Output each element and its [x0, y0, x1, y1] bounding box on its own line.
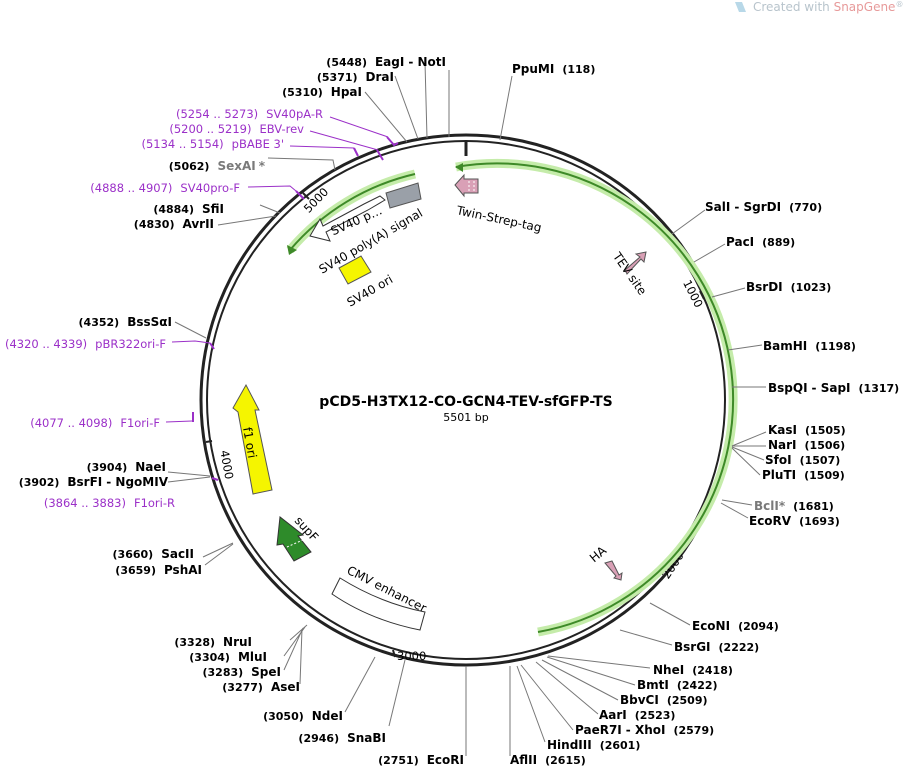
site-snabi[interactable]: (2946)SnaBI	[298, 731, 386, 745]
tick-label-4000: 4000	[217, 449, 236, 480]
site-aflii[interactable]: AflII(2615)	[510, 753, 586, 767]
primer-sv40pro-f[interactable]: (4888 .. 4907)SV40pro-F	[90, 181, 240, 195]
orf-arrowhead-icon	[455, 163, 463, 172]
site-econi[interactable]: EcoNI(2094)	[692, 619, 779, 633]
primer-marks	[192, 136, 399, 481]
site-sexai[interactable]: (5062)SexAI*	[169, 159, 266, 173]
watermark-text: Created with SnapGene®	[753, 0, 903, 14]
site-asei[interactable]: (3277)AseI	[222, 680, 300, 694]
site-pluti[interactable]: PluTI(1509)	[762, 468, 845, 482]
site-paer7i-xhoi[interactable]: PaeR7I- XhoI(2579)	[575, 723, 714, 737]
sites-left: (2751)EcoRI (2946)SnaBI (3050)NdeI (3328…	[19, 55, 467, 767]
site-ppumi[interactable]: PpuMI(118)	[512, 62, 595, 76]
feature-ha[interactable]: HA	[587, 543, 623, 581]
site-bsssai[interactable]: (4352)BssSαI	[79, 315, 172, 329]
site-nari[interactable]: NarI(1506)	[768, 438, 845, 452]
site-kasi[interactable]: KasI(1505)	[768, 423, 846, 437]
site-naei[interactable]: (3904)NaeI	[87, 460, 166, 474]
feature-supf[interactable]: supF	[276, 514, 321, 562]
tick-label-3000: 3000	[397, 649, 426, 663]
primer-labels: (5254 .. 5273)SV40pA-R (5200 .. 5219)EBV…	[5, 107, 389, 510]
feature-tev-site[interactable]: TEV site	[609, 249, 649, 298]
orf-arc-main	[455, 162, 735, 633]
site-eagi-noti[interactable]: (5448)EagI- NotI	[326, 55, 446, 69]
primer-sv40pa-r[interactable]: (5254 .. 5273)SV40pA-R	[176, 107, 323, 121]
site-hindiii[interactable]: HindIII(2601)	[547, 738, 640, 752]
site-sali-sgrdi[interactable]: SalI- SgrDI(770)	[705, 200, 822, 214]
feature-sv40-ori[interactable]: SV40 ori	[338, 255, 395, 310]
feature-label-twin-strep: Twin-Strep-tag	[454, 203, 542, 235]
plasmid-name: pCD5-H3TX12-CO-GCN4-TEV-sfGFP-TS	[319, 394, 612, 410]
site-sfii[interactable]: (4884)SfiI	[153, 202, 224, 216]
site-aari[interactable]: AarI(2523)	[599, 708, 675, 722]
site-bbvci[interactable]: BbvCI(2509)	[620, 693, 708, 707]
feature-cmv-enhancer[interactable]: CMV enhancer	[331, 563, 429, 631]
site-ndei[interactable]: (3050)NdeI	[263, 709, 343, 723]
site-drai[interactable]: (5371)DraI	[317, 70, 394, 84]
primer-pbabe-3[interactable]: (5134 .. 5154)pBABE 3'	[142, 137, 285, 151]
site-nhei[interactable]: NheI(2418)	[653, 663, 733, 677]
feature-label-ha: HA	[587, 543, 610, 565]
site-sfoi[interactable]: SfoI(1507)	[765, 453, 840, 467]
site-bspqi-sapi[interactable]: BspQI- SapI(1317)	[768, 381, 899, 395]
plasmid-size: 5501 bp	[443, 411, 488, 424]
site-avrii[interactable]: (4830)AvrII	[134, 217, 214, 231]
feature-twin-strep-tag[interactable]: Twin-Strep-tag	[454, 173, 543, 235]
site-bmti[interactable]: BmtI(2422)	[637, 678, 718, 692]
site-spei[interactable]: (3283)SpeI	[202, 665, 281, 679]
sites-right: PpuMI(118) SalI- SgrDI(770) PacI(889) Bs…	[499, 62, 899, 767]
site-paci[interactable]: PacI(889)	[726, 235, 795, 249]
primer-pbr322ori-f[interactable]: (4320 .. 4339)pBR322ori-F	[5, 337, 166, 351]
site-mlui[interactable]: (3304)MluI	[189, 650, 267, 664]
site-bsrfi-ngomiv[interactable]: (3902)BsrFI- NgoMIV	[19, 475, 169, 489]
site-bsrgi[interactable]: BsrGI(2222)	[674, 640, 759, 654]
snapgene-watermark: Created with SnapGene®	[735, 0, 903, 14]
primer-ebv-rev[interactable]: (5200 .. 5219)EBV-rev	[169, 122, 304, 136]
site-bcli[interactable]: BclI*(1681)	[754, 499, 834, 513]
orf-arc-sv40	[289, 173, 416, 251]
snapgene-logo-icon	[735, 2, 746, 12]
site-nrui[interactable]: (3328)NruI	[174, 635, 252, 649]
site-sacii[interactable]: (3660)SacII	[113, 547, 194, 561]
site-ecorv[interactable]: EcoRV(1693)	[749, 514, 840, 528]
site-bsrdi[interactable]: BsrDI(1023)	[746, 280, 831, 294]
primer-f1ori-r[interactable]: (3864 .. 3883)F1ori-R	[44, 496, 175, 510]
site-ecori[interactable]: (2751)EcoRI	[378, 753, 464, 767]
site-hpai[interactable]: (5310)HpaI	[282, 85, 362, 99]
site-bamhi[interactable]: BamHI(1198)	[763, 339, 856, 353]
site-pshai[interactable]: (3659)PshAI	[115, 563, 202, 577]
primer-f1ori-f[interactable]: (4077 .. 4098)F1ori-F	[30, 416, 160, 430]
feature-label-f1-ori: f1 ori	[240, 426, 259, 459]
orf-sv40-arrowhead-icon	[287, 245, 297, 255]
feature-f1-ori[interactable]: f1 ori	[232, 383, 273, 495]
